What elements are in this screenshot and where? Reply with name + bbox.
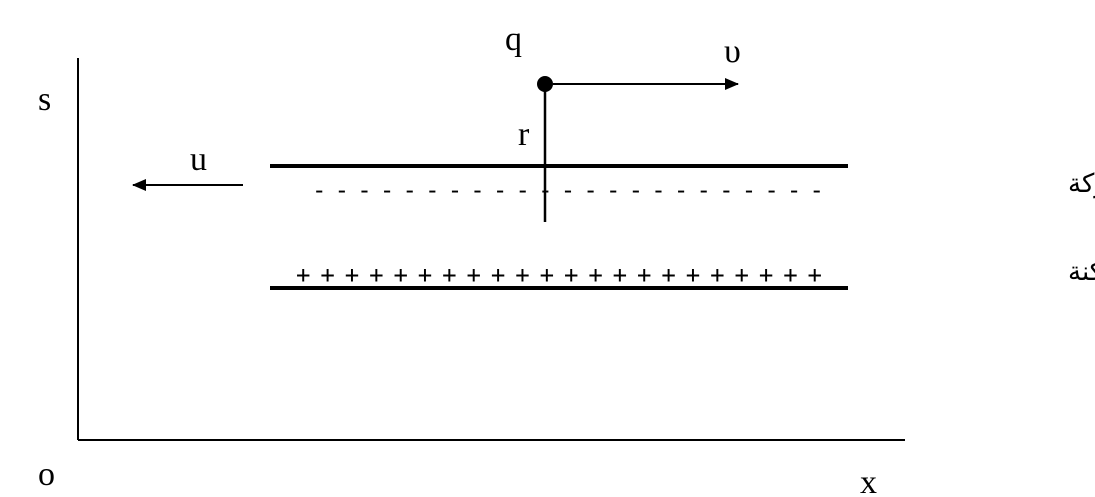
electron-speed-label: u (190, 141, 207, 178)
distance-label: r (518, 116, 530, 153)
charge-label: q (505, 21, 522, 58)
ion-signs: + + + + + + + + + + + + + + + + + + + + … (296, 261, 822, 289)
x-axis-label: x (860, 464, 877, 497)
charge-dot (537, 76, 553, 92)
moving-electrons-label: الكترونات متحركة (1068, 169, 1095, 199)
origin-label: o (38, 456, 55, 493)
charge-velocity-label: υ (724, 33, 741, 70)
electron-signs: - - - - - - - - - - - - - - - - - - - - … (312, 176, 824, 204)
stationary-ions-label: ايونات موجبة ساكنة (1068, 257, 1095, 287)
s-axis-label: s (38, 81, 51, 118)
